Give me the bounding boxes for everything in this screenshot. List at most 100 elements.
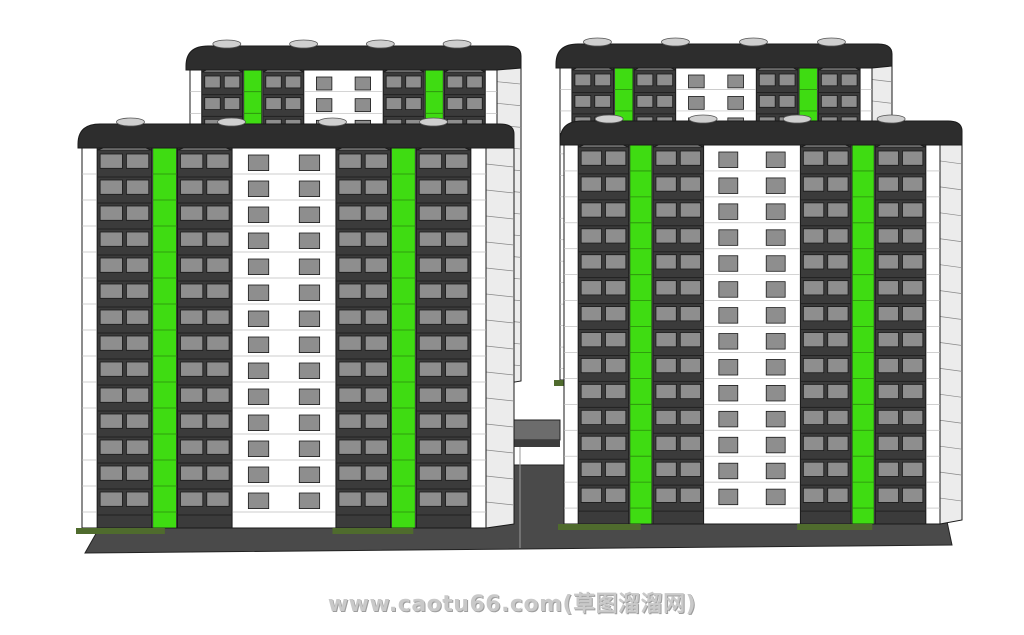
- window: [827, 306, 849, 322]
- window: [364, 205, 388, 221]
- window: [802, 435, 825, 451]
- grass-strip: [76, 528, 165, 534]
- window: [99, 465, 123, 481]
- window: [679, 202, 702, 218]
- window: [679, 358, 702, 374]
- roof-vent: [661, 37, 690, 47]
- window: [580, 383, 602, 400]
- window: [180, 153, 204, 169]
- window: [605, 461, 627, 477]
- window: [204, 97, 221, 110]
- window: [126, 205, 150, 221]
- window: [364, 309, 388, 325]
- window: [180, 205, 204, 221]
- window: [655, 202, 677, 218]
- window: [446, 75, 464, 89]
- window: [902, 332, 924, 348]
- window: [840, 95, 858, 108]
- stair-window: [354, 98, 371, 113]
- stair-window: [718, 410, 739, 428]
- window: [445, 309, 469, 325]
- window: [902, 409, 924, 425]
- window: [679, 150, 702, 166]
- window: [445, 283, 469, 299]
- window: [902, 150, 924, 166]
- window: [802, 228, 825, 244]
- window: [580, 254, 602, 270]
- stair-window: [718, 229, 739, 246]
- window: [206, 257, 230, 273]
- window: [418, 465, 442, 481]
- window: [902, 435, 924, 451]
- window: [802, 176, 825, 192]
- stair-window: [298, 466, 321, 484]
- stair-window: [718, 488, 739, 506]
- roof-vent: [739, 37, 768, 47]
- window: [679, 487, 702, 503]
- stair-window: [298, 154, 321, 172]
- window: [418, 179, 442, 195]
- stair-window: [298, 440, 321, 458]
- window: [445, 335, 469, 351]
- roof-vent: [782, 114, 812, 124]
- stair-window: [765, 151, 786, 168]
- window: [827, 409, 849, 425]
- window: [840, 73, 858, 87]
- window: [446, 97, 464, 110]
- window: [364, 179, 388, 195]
- window: [364, 283, 388, 299]
- window: [284, 97, 302, 110]
- stair-window: [765, 281, 786, 298]
- stair-window: [718, 307, 739, 324]
- stair-window: [247, 362, 270, 380]
- window: [580, 280, 602, 296]
- window: [679, 176, 702, 192]
- window: [580, 435, 602, 451]
- green-facade-strip: [152, 147, 177, 529]
- window: [99, 309, 123, 325]
- window: [580, 332, 602, 348]
- stair-window: [298, 492, 321, 510]
- stair-window: [298, 206, 321, 224]
- window: [655, 383, 677, 400]
- window: [605, 254, 627, 270]
- window: [126, 335, 150, 351]
- window: [902, 254, 924, 270]
- window: [338, 153, 362, 169]
- window: [605, 409, 627, 425]
- window: [594, 73, 612, 87]
- stair-window: [247, 492, 270, 510]
- window: [206, 439, 230, 455]
- window: [902, 358, 924, 374]
- roof-vent: [116, 117, 145, 127]
- watermark-text: www.caotu66.com(草图溜溜网): [327, 592, 697, 617]
- window: [802, 461, 825, 477]
- window: [418, 361, 442, 377]
- window: [265, 75, 282, 89]
- window: [877, 280, 899, 296]
- stair-window: [727, 74, 744, 89]
- window: [338, 465, 362, 481]
- window: [827, 461, 849, 477]
- window: [364, 387, 388, 403]
- window: [877, 332, 899, 348]
- roof-vent: [212, 39, 242, 49]
- window: [126, 231, 150, 247]
- window: [656, 95, 674, 108]
- window: [605, 383, 627, 400]
- window: [605, 487, 627, 503]
- roof-vent: [817, 37, 846, 47]
- window: [636, 95, 654, 108]
- roof-vent: [876, 114, 906, 124]
- window: [655, 176, 677, 192]
- stair-window: [718, 359, 739, 376]
- window: [99, 205, 123, 221]
- roof-vent: [365, 39, 395, 49]
- window: [418, 439, 442, 455]
- window: [877, 435, 899, 451]
- window: [679, 409, 702, 425]
- window: [827, 383, 849, 400]
- window: [364, 231, 388, 247]
- window: [206, 205, 230, 221]
- window: [180, 413, 204, 429]
